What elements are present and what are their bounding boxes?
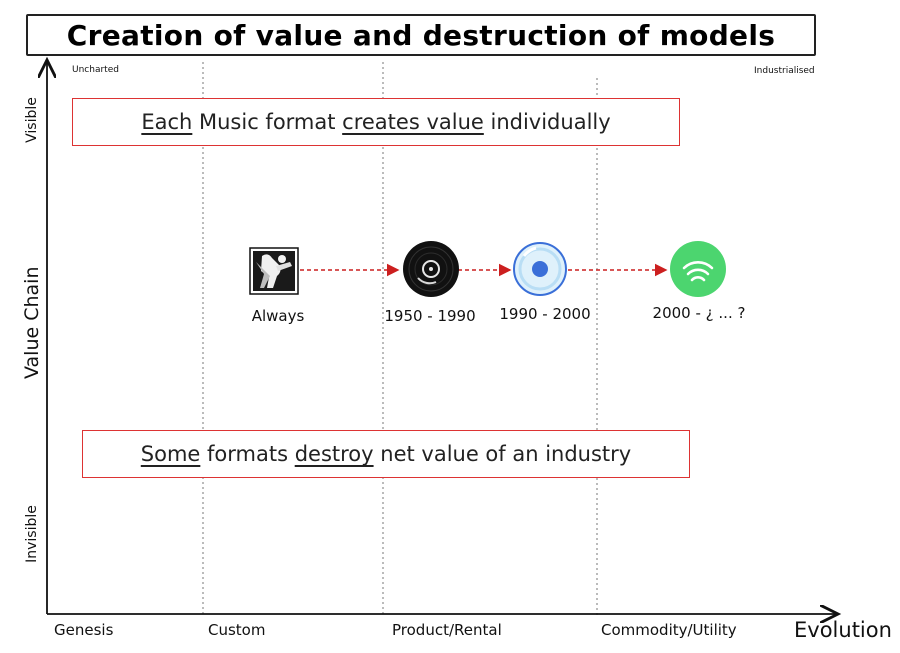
value-creation-text: Each Music format creates value individu…: [141, 110, 611, 134]
uncharted-label: Uncharted: [72, 65, 119, 75]
live-performer-icon: [249, 247, 299, 295]
industrialised-label: Industrialised: [754, 66, 815, 76]
streaming-icon: [670, 241, 726, 297]
y-axis-title: Value Chain: [21, 266, 43, 380]
vinyl-record-icon: [403, 241, 459, 297]
node-label-vinyl: 1950 - 1990: [384, 307, 476, 325]
y-invisible-label: Invisible: [24, 505, 40, 563]
stage-commodity: Commodity/Utility: [601, 621, 737, 639]
value-destruction-box: Some formats destroy net value of an ind…: [82, 430, 690, 478]
node-label-always: Always: [251, 307, 305, 325]
x-axis-title: Evolution: [794, 618, 892, 642]
value-destruction-text: Some formats destroy net value of an ind…: [140, 442, 632, 466]
stage-product: Product/Rental: [392, 621, 502, 639]
node-label-cd: 1990 - 2000: [499, 305, 591, 323]
y-visible-label: Visible: [24, 97, 40, 143]
page-title: Creation of value and destruction of mod…: [66, 18, 776, 52]
node-label-streaming: 2000 - ¿ ... ?: [652, 304, 746, 322]
title-box: Creation of value and destruction of mod…: [26, 14, 816, 56]
value-creation-box: Each Music format creates value individu…: [72, 98, 680, 146]
stage-custom: Custom: [208, 621, 266, 639]
stage-genesis: Genesis: [54, 621, 114, 639]
compact-disc-icon: [513, 242, 567, 296]
